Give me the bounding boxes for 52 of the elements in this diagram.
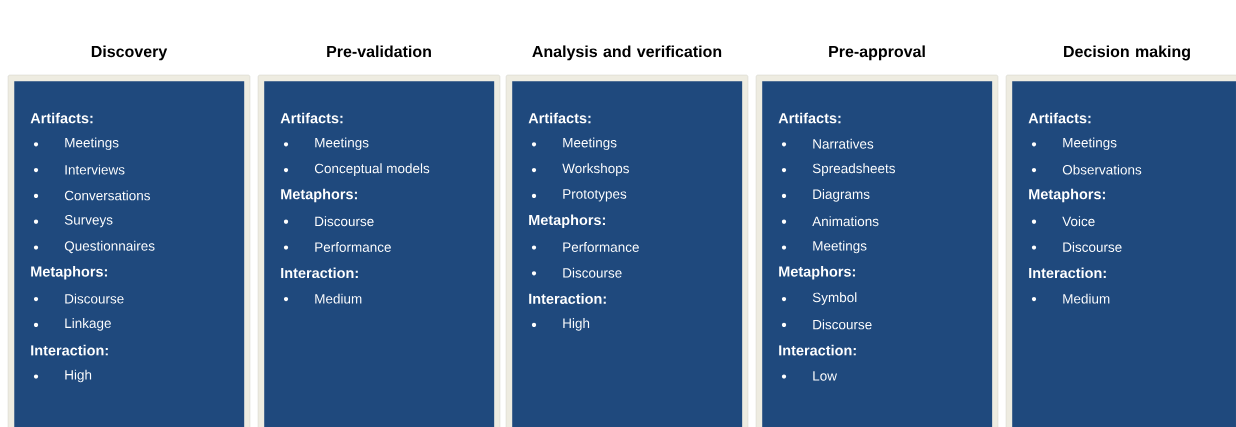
column-heading: Pre-validation (327, 45, 431, 58)
section-heading: Interaction: (529, 293, 606, 304)
section-heading: Artifacts: (1028, 112, 1091, 124)
section-heading: Metaphors: (779, 266, 855, 280)
section-heading: Artifacts: (30, 112, 93, 124)
bullet-item: Meetings (1031, 137, 1117, 151)
column-heading: Decision making (1064, 45, 1190, 61)
bullet-item: Discourse (33, 293, 124, 304)
bullet-item: Interviews (33, 164, 125, 175)
bullet-item: Meetings (531, 137, 617, 151)
section-heading: Artifacts: (528, 112, 591, 124)
bullet-item: Meetings (283, 137, 369, 151)
bullet-item: Conversations (33, 190, 150, 201)
bullet-item: Observations (1031, 164, 1142, 175)
bullet-item: Discourse (1031, 242, 1122, 252)
bullet-item: Diagrams (781, 189, 870, 202)
bullet-item: Discourse (781, 319, 872, 330)
section-heading: Interaction: (1029, 267, 1106, 279)
section-heading: Interaction: (779, 344, 856, 356)
section-heading: Artifacts: (280, 112, 343, 124)
bullet-item: Spreadsheets (781, 163, 895, 176)
bullet-item: Surveys (33, 215, 113, 228)
column-heading: Analysis and verification (532, 45, 722, 61)
bullet-item: Workshops (531, 163, 629, 176)
bullet-item: Performance (531, 242, 639, 252)
bullet-item: Discourse (283, 216, 374, 227)
bullet-item: Low (781, 371, 837, 381)
bullet-item: Discourse (531, 267, 622, 278)
bullet-item: Symbol (781, 292, 857, 305)
bullet-item: High (531, 318, 590, 331)
bullet-item: Questionnaires (33, 240, 155, 254)
section-heading: Metaphors: (31, 266, 107, 280)
bullet-item: Meetings (33, 137, 119, 151)
section-heading: Metaphors: (1029, 188, 1105, 203)
column-heading: Discovery (91, 45, 168, 61)
bullet-item: Conceptual models (283, 163, 430, 176)
bullet-item: Voice (1031, 216, 1095, 227)
bullet-item: Linkage (33, 318, 111, 331)
section-heading: Interaction: (281, 267, 358, 279)
bullet-item: Medium (283, 293, 362, 304)
section-heading: Metaphors: (529, 214, 605, 228)
bullet-item: Medium (1031, 293, 1110, 304)
bullet-item: Prototypes (531, 189, 627, 202)
section-heading: Interaction: (31, 344, 108, 356)
section-heading: Artifacts: (778, 112, 841, 124)
bullet-item: Animations (781, 216, 879, 227)
section-heading: Metaphors: (281, 188, 357, 203)
bullet-item: High (33, 369, 92, 383)
bullet-item: Meetings (781, 240, 867, 254)
bullet-item: Performance (283, 242, 391, 252)
column-heading: Pre-approval (829, 45, 925, 61)
bullet-item: Narratives (781, 138, 874, 149)
